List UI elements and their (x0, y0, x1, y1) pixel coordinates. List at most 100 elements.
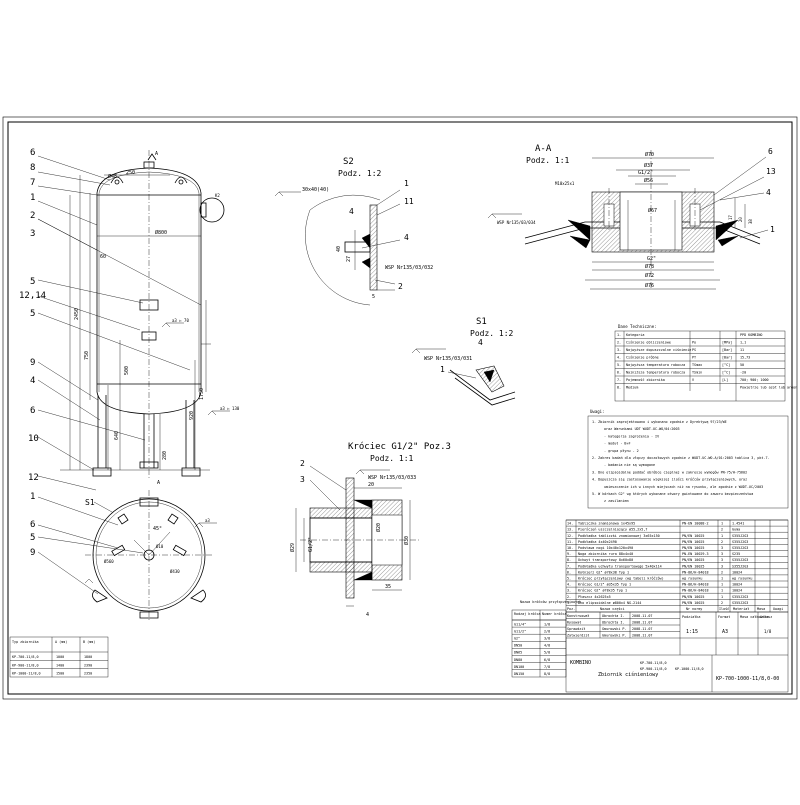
bom-header-cell: Poz. (567, 607, 575, 611)
tb-scale: 1:15 (686, 629, 698, 635)
bom-standard: PN/EN 10025 (682, 558, 704, 562)
nozzle-row-number: 8/8 (544, 672, 550, 676)
callout-7: 7 (30, 178, 35, 188)
bom-pos: 13. (567, 528, 573, 532)
bom-standard: wg rysunku (682, 577, 702, 581)
callout-9: 9 (30, 358, 35, 368)
krociec-dim-d29: Ø29 (289, 543, 296, 552)
specs-row-label: Najwyższa temperatura robocza (626, 363, 685, 367)
tb-rev-label: Arkusz (760, 615, 772, 619)
aa-dim-d37: Ø37 (644, 162, 653, 169)
aa-dim-17: 17 (728, 215, 733, 220)
dim-280: 280 (162, 451, 168, 460)
bom-name: Noga zbiornika rura 88x4x40 (578, 552, 633, 556)
nozzle-row-type: G2" (514, 637, 520, 641)
note-line: 2. Zakres badań dla złączy doczołowych z… (592, 456, 770, 460)
sheet-border (2, 116, 798, 700)
krociec-scale: Podz. 1:1 (370, 454, 414, 463)
specs-row-symbol: V (692, 378, 694, 382)
dim-640: 640 (114, 431, 120, 440)
nozzle-row-type: DN150 (514, 672, 524, 676)
nozzle-header-1: Numer króćca (542, 612, 567, 616)
s1-callout-1: 1 (440, 365, 445, 374)
bom-name: Podkładka tabliczki znamionowej 3x65x150 (578, 534, 660, 538)
aa-title: A-A (535, 144, 552, 154)
tb-subject: Zbiornik ciśnieniowy (598, 671, 658, 678)
bom-material: S235 (732, 552, 740, 556)
bom-header-cell: Materiał (733, 607, 749, 611)
aa-callout-1: 1 (770, 225, 775, 234)
s2-weld-size: 30x40(40) (302, 187, 329, 193)
aa-dim-g2: G2" (647, 256, 656, 262)
specs-row-no: 1. (617, 333, 621, 337)
tb-model-2: KP-1000-11/8,0 (675, 667, 704, 671)
bom-material: S355J2G3 (732, 595, 748, 599)
type-row-b: 1800 (84, 655, 92, 659)
specs-row-no: 7. (617, 378, 621, 382)
tb-date: 2008.11.07 (632, 633, 652, 637)
aa-dim-d56: Ø56 (644, 177, 653, 184)
s1-wsp: WSP Nr135/03/031 (424, 356, 472, 362)
bom-standard: PN-EN 10029-3 (682, 552, 709, 556)
bom-pos: 14. (567, 522, 573, 526)
type-row-name: KP-1000-11/8,0 (12, 672, 41, 676)
weld-note-2: a3 ▷ 130 (220, 406, 240, 411)
callout-6c: 6 (30, 520, 35, 530)
s2-callout-2: 2 (398, 282, 403, 291)
dim-250: 250 (126, 170, 135, 176)
specs-row-unit: [°C] (722, 371, 730, 375)
dim-d560: Ø560 (104, 559, 114, 564)
tb-format-label: Format (718, 615, 730, 619)
bom-qty: 3 (721, 564, 723, 568)
type-row-a: 1000 (56, 655, 64, 659)
bom-header-cell: Nazwa części (600, 607, 625, 611)
specs-row-no: 5. (617, 363, 621, 367)
detail-krociec: Króciec G1/2" Poz.3 Podz. 1:1 Ø29 G1/2" … (289, 441, 451, 618)
specs-row-unit: [Bar] (722, 356, 732, 360)
bom-standard: PN/EN 10025 (682, 546, 704, 550)
callout-12-14: 12,14 (19, 291, 46, 301)
tb-role: Sprawdził (567, 627, 585, 631)
weld-note-3: a3 (205, 518, 210, 523)
dim-500: 500 (124, 366, 130, 375)
callout-2: 2 (30, 211, 35, 221)
s2-dim-5: 5 (372, 294, 375, 300)
specs-row-label: Najwyższe dopuszczalne ciśnienie (626, 348, 691, 352)
note-line: umieszczenie ich w innych miejscach niż … (604, 485, 763, 489)
nozzle-row-type: DN80 (514, 658, 522, 662)
note-line: - moduł - B+F (604, 442, 631, 446)
bom-pos: 6. (567, 570, 571, 574)
specs-row-symbol: PS (692, 348, 696, 352)
callout-6: 6 (30, 148, 35, 158)
note-line: 5. W kórkach G2" wg których wykonane otw… (592, 492, 753, 496)
callout-1: 1 (30, 193, 35, 203)
bom-pos: 11. (567, 540, 573, 544)
bom-header-cell: Masa (757, 607, 765, 611)
tb-name: Obrochta I. (602, 620, 624, 624)
specs-row-value: 15,73 (740, 356, 750, 360)
type-row-b: 2390 (84, 663, 92, 667)
krociec-dim-20: 20 (368, 482, 374, 488)
bom-qty: 1 (721, 577, 723, 581)
nozzle-caption: Nazwa króćców przyłączeniowych (520, 600, 581, 604)
specs-row-symbol: PT (692, 356, 696, 360)
s2-scale: Podz. 1:2 (338, 169, 382, 178)
tb-logo: KOMBINO (570, 660, 591, 666)
krociec-callout-2: 2 (300, 459, 305, 468)
tb-date: 2008.11.07 (632, 614, 652, 618)
krociec-dim-g12: G1/2" (308, 537, 314, 552)
bom-header-cell: Ilość (719, 607, 729, 611)
bom-qty: 3 (721, 546, 723, 550)
type-table: Typ zbiornika A (mm) B (mm) KP-700-11/8,… (9, 636, 109, 678)
aa-dim-d70-top: Ø70 (645, 151, 654, 158)
tb-role: Zatwierdził (567, 633, 589, 637)
s2-callout-1: 1 (404, 179, 409, 188)
specs-row-value: 11 (740, 348, 744, 352)
bom-pos: 2. (567, 595, 571, 599)
bom-material: 10024 (732, 583, 742, 587)
specs-row-label: Medium (626, 386, 638, 390)
bom-standard: PN/EN 10025 (682, 564, 704, 568)
bom-pos: 12. (567, 534, 573, 538)
s1-scale: Podz. 1:2 (470, 329, 514, 338)
